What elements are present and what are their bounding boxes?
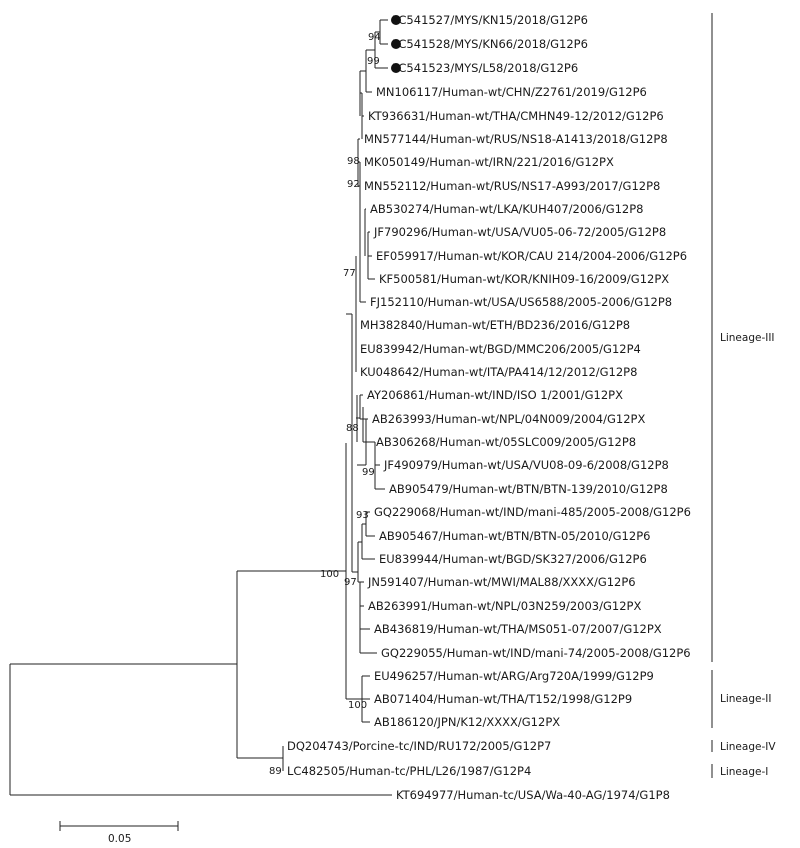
leaf-label: EF059917/Human-wt/KOR/CAU 214/2004-2006/…: [376, 249, 687, 263]
leaf-label: AB071404/Human-wt/THA/T152/1998/G12P9: [374, 692, 632, 706]
bootstrap-label: 98: [347, 156, 360, 167]
leaf-label: AY206861/Human-wt/IND/ISO 1/2001/G12PX: [367, 388, 623, 402]
leaf-label: KT694977/Human-tc/USA/Wa-40-AG/1974/G1P8: [396, 788, 670, 802]
lineage-label: Lineage-I: [720, 766, 768, 778]
leaf-label: EU496257/Human-wt/ARG/Arg720A/1999/G12P9: [374, 669, 654, 683]
sample-marker: [391, 63, 401, 73]
leaf-label: GQ229068/Human-wt/IND/mani-485/2005-2008…: [374, 505, 691, 519]
leaf-label: JF790296/Human-wt/USA/VU05-06-72/2005/G1…: [373, 225, 666, 239]
bootstrap-label: 77: [343, 268, 356, 279]
sample-marker: [391, 39, 401, 49]
leaf-label: MN577144/Human-wt/RUS/NS18-A1413/2018/G1…: [364, 132, 668, 146]
leaf-label: DQ204743/Porcine-tc/IND/RU172/2005/G12P7: [287, 739, 551, 753]
bootstrap-label: 100: [320, 569, 339, 580]
leaf-label: KF500581/Human-wt/KOR/KNIH09-16/2009/G12…: [379, 272, 669, 286]
bootstrap-label: 97: [344, 577, 357, 588]
sample-marker: [391, 15, 401, 25]
leaf-label: MK050149/Human-wt/IRN/221/2016/G12PX: [364, 155, 614, 169]
bootstrap-label: 92: [347, 179, 360, 190]
leaf-label: JN591407/Human-wt/MWI/MAL88/XXXX/G12P6: [367, 575, 636, 589]
leaf-label: AB263993/Human-wt/NPL/04N009/2004/G12PX: [372, 412, 645, 426]
leaf-label: EU839944/Human-wt/BGD/SK327/2006/G12P6: [379, 552, 647, 566]
bootstrap-label: 100: [348, 700, 367, 711]
leaf-label: GQ229055/Human-wt/IND/mani-74/2005-2008/…: [381, 646, 691, 660]
bootstrap-label: 88: [346, 423, 359, 434]
bootstrap-values: 94 99 98 92 77 88 99 93 100 97 100 89: [269, 32, 381, 777]
leaf-label: AB436819/Human-wt/THA/MS051-07/2007/G12P…: [374, 622, 662, 636]
leaf-label: MN106117/Human-wt/CHN/Z2761/2019/G12P6: [376, 85, 647, 99]
leaf-label: AB306268/Human-wt/05SLC009/2005/G12P8: [376, 435, 636, 449]
lineage-label: Lineage-III: [720, 332, 775, 344]
leaf-label: LC541528/MYS/KN66/2018/G12P6: [392, 37, 588, 51]
scale-bar: 0.05: [59, 821, 179, 845]
leaf-label: AB905467/Human-wt/BTN/BTN-05/2010/G12P6: [379, 529, 650, 543]
leaf-label: LC541527/MYS/KN15/2018/G12P6: [392, 13, 588, 27]
leaf-label: FJ152110/Human-wt/USA/US6588/2005-2006/G…: [370, 295, 672, 309]
bootstrap-label: 99: [367, 56, 380, 67]
leaf-label: AB263991/Human-wt/NPL/03N259/2003/G12PX: [368, 599, 641, 613]
leaf-label: MH382840/Human-wt/ETH/BD236/2016/G12P8: [360, 318, 630, 332]
leaf-markers: [391, 15, 401, 73]
lineage-label: Lineage-II: [720, 693, 771, 705]
leaf-label: JF490979/Human-wt/USA/VU08-09-6/2008/G12…: [383, 458, 669, 472]
leaf-label: LC541523/MYS/L58/2018/G12P6: [392, 61, 578, 75]
bootstrap-label: 89: [269, 766, 282, 777]
leaf-label: AB186120/JPN/K12/XXXX/G12PX: [374, 715, 560, 729]
leaf-labels: LC541527/MYS/KN15/2018/G12P6LC541528/MYS…: [287, 13, 691, 802]
lineage-label: Lineage-IV: [720, 741, 776, 753]
lineage-annotations: Lineage-III Lineage-II Lineage-IV Lineage-I: [711, 13, 776, 778]
bootstrap-label: 93: [356, 510, 369, 521]
tree-branches: [9, 19, 392, 796]
bootstrap-label: 99: [362, 467, 375, 478]
leaf-label: AB905479/Human-wt/BTN/BTN-139/2010/G12P8: [389, 482, 668, 496]
leaf-label: AB530274/Human-wt/LKA/KUH407/2006/G12P8: [370, 202, 644, 216]
leaf-label: KT936631/Human-wt/THA/CMHN49-12/2012/G12…: [368, 109, 664, 123]
bootstrap-label: 94: [368, 32, 381, 43]
leaf-label: EU839942/Human-wt/BGD/MMC206/2005/G12P4: [360, 342, 641, 356]
leaf-label: KU048642/Human-wt/ITA/PA414/12/2012/G12P…: [360, 365, 637, 379]
leaf-label: LC482505/Human-tc/PHL/L26/1987/G12P4: [287, 764, 531, 778]
scale-bar-label: 0.05: [108, 833, 131, 845]
leaf-label: MN552112/Human-wt/RUS/NS17-A993/2017/G12…: [364, 179, 660, 193]
